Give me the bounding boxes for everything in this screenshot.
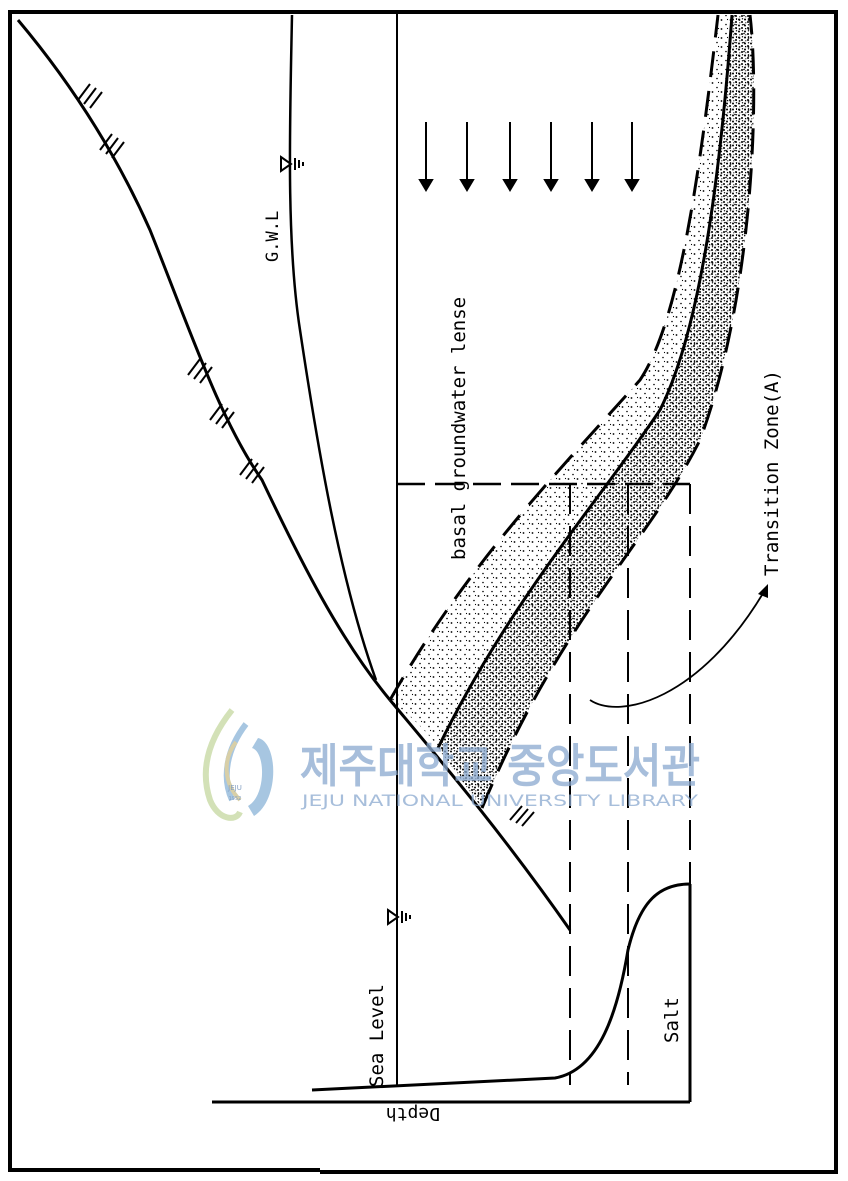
- salt-label: Salt: [661, 997, 683, 1043]
- transition-zone-label: Transition Zone(A): [761, 370, 783, 576]
- salinity-profile: [212, 882, 692, 1104]
- watermark-english: JEJU NATIONAL UNIVERSITY LIBRARY: [301, 791, 699, 810]
- sea-level-symbol: [387, 908, 411, 926]
- upper-boundary-dashed: [388, 14, 720, 701]
- library-watermark: JEJU 1952 제주대학교 중앙도서관 JEJU NATIONAL UNIV…: [202, 708, 700, 821]
- depth-label: Depth: [386, 1103, 440, 1124]
- ground-surface-line: [16, 19, 392, 701]
- projection-lines: [569, 484, 691, 1085]
- salinity-curve: [311, 882, 691, 1092]
- basal-lense-label: basal groundwater lense: [448, 297, 470, 560]
- svg-text:1952: 1952: [229, 796, 242, 802]
- mid-boundary-solid: [436, 14, 734, 749]
- transition-zone-band: [390, 15, 754, 808]
- transition-pointer-arrow: [589, 589, 766, 708]
- sea-level-label: Sea Level: [366, 984, 388, 1087]
- ground-hatch-marks: [77, 83, 535, 827]
- lower-boundary-dashed: [480, 14, 756, 809]
- arrowhead-icon: [758, 584, 768, 598]
- gwl-symbol: [280, 155, 304, 173]
- watermark-korean: 제주대학교 중앙도서관: [300, 739, 700, 793]
- frame: [8, 10, 838, 1174]
- library-logo-icon: JEJU 1952: [202, 708, 274, 821]
- gwl-label: G.W.L: [263, 211, 283, 262]
- groundwater-level-line: [288, 14, 378, 681]
- recharge-flow-arrows: [418, 122, 640, 192]
- svg-text:JEJU: JEJU: [227, 784, 242, 792]
- sea-floor-line: [388, 699, 572, 931]
